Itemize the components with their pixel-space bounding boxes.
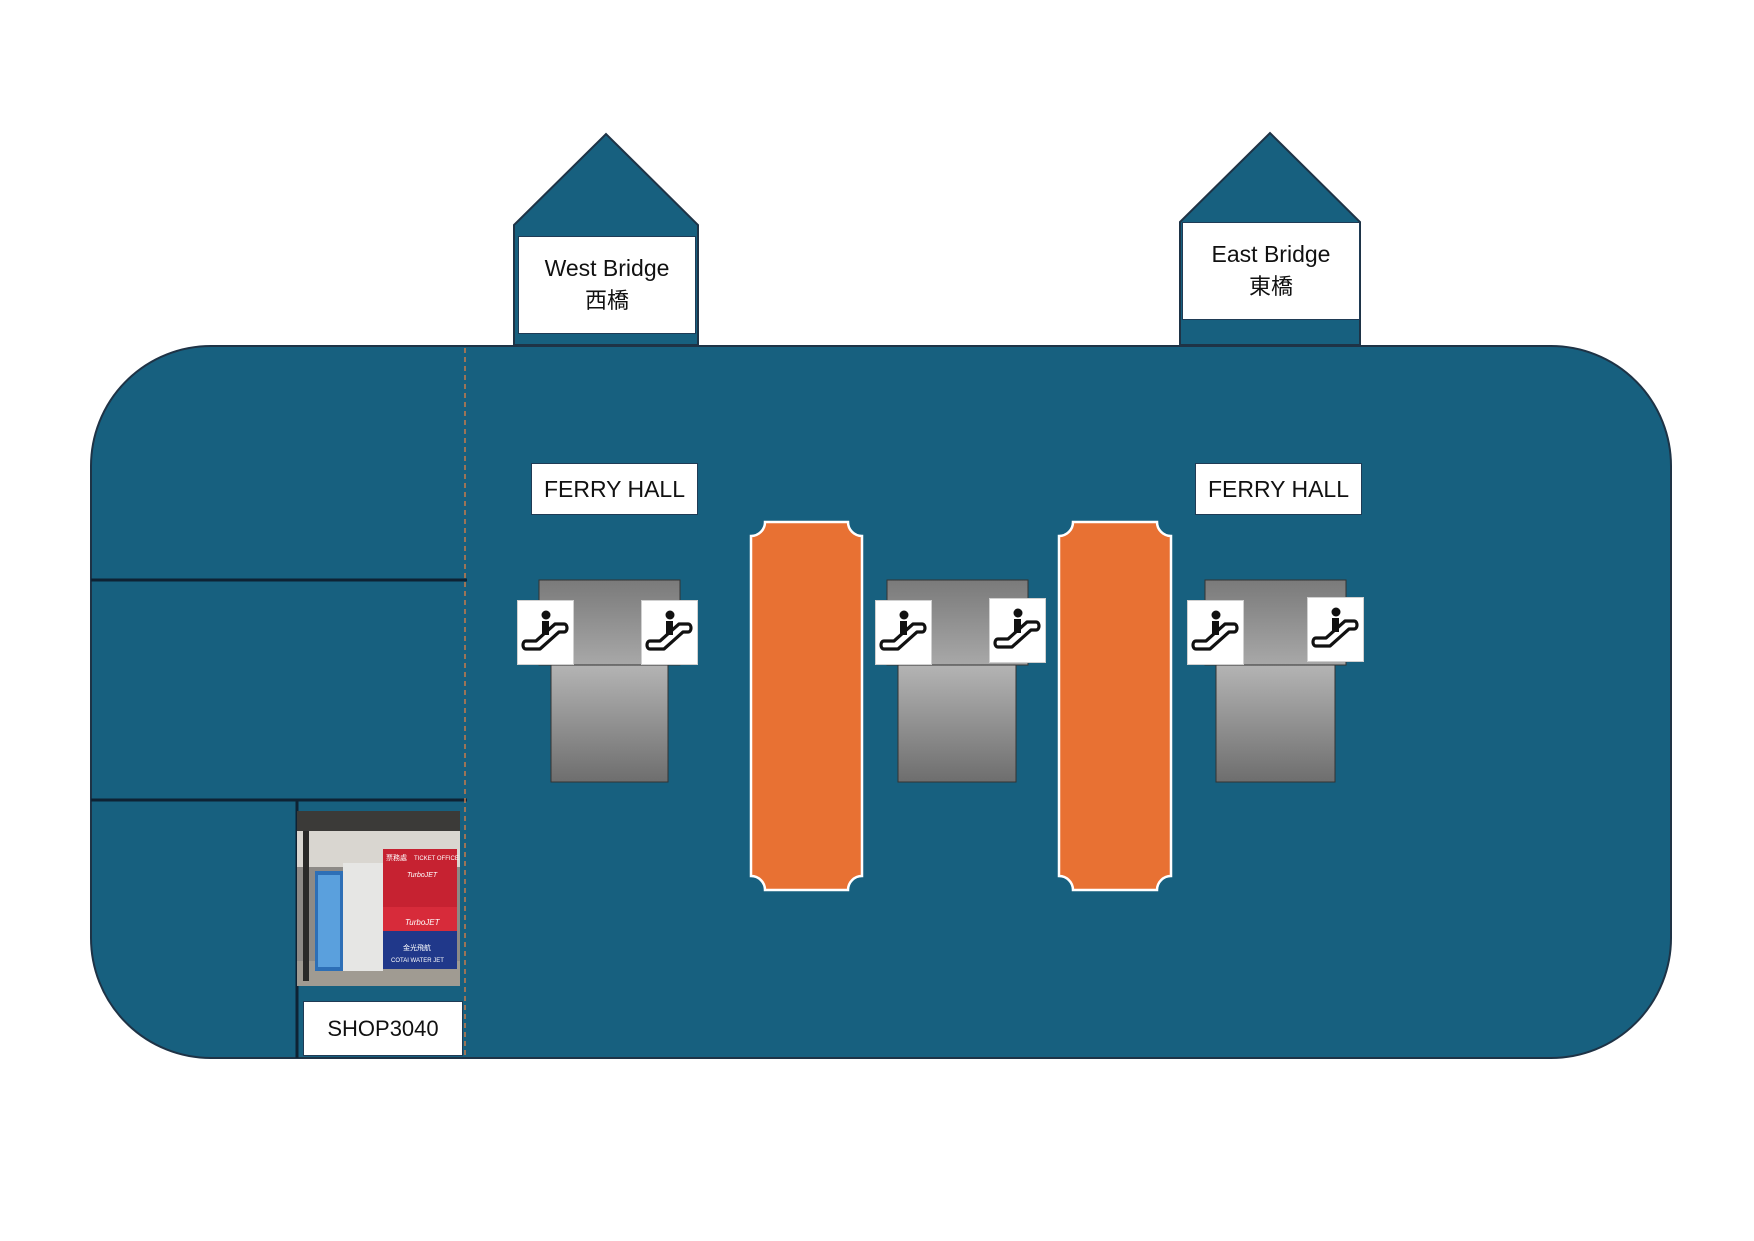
escalator-icon[interactable] xyxy=(1307,597,1364,662)
east-bridge-name-zh: 東橋 xyxy=(1248,275,1293,300)
photo-sign-brand-2: TurboJET xyxy=(405,918,441,927)
photo-sign-zh-cotai: 金光飛航 xyxy=(403,943,431,952)
photo-sign-brand-1: TurboJET xyxy=(407,872,438,879)
escalator-icon[interactable] xyxy=(641,600,698,665)
photo-sign-en-ticket: TICKET OFFICE xyxy=(414,856,459,862)
east-bridge-label[interactable]: East Bridge 東橋 xyxy=(1182,222,1360,320)
ferry-hall-label-east[interactable]: FERRY HALL xyxy=(1195,463,1362,515)
photo-sign-en-cotai: COTAI WATER JET xyxy=(391,958,444,964)
pillar-2 xyxy=(1057,520,1173,892)
escalator-icon[interactable] xyxy=(517,600,574,665)
photo-sign-zh-ticket: 票務處 xyxy=(386,853,407,862)
west-bridge-name-zh: 西橋 xyxy=(584,289,629,314)
west-bridge-label[interactable]: West Bridge 西橋 xyxy=(518,236,696,334)
east-bridge-name-en: East Bridge xyxy=(1211,241,1331,267)
shop-photo[interactable]: 票務處 TICKET OFFICE TurboJET TurboJET 金光飛航… xyxy=(297,811,460,986)
left-shop-dividers xyxy=(91,348,467,1058)
shop-label[interactable]: SHOP3040 xyxy=(303,1001,463,1056)
escalator-icon[interactable] xyxy=(1187,600,1244,665)
west-bridge-name-en: West Bridge xyxy=(544,255,670,281)
escalator-icon[interactable] xyxy=(875,600,932,665)
pillar-1 xyxy=(749,520,864,892)
escalator-icon[interactable] xyxy=(989,598,1046,663)
main-hall-floor xyxy=(90,345,1672,1059)
ferry-hall-label-west[interactable]: FERRY HALL xyxy=(531,463,698,515)
